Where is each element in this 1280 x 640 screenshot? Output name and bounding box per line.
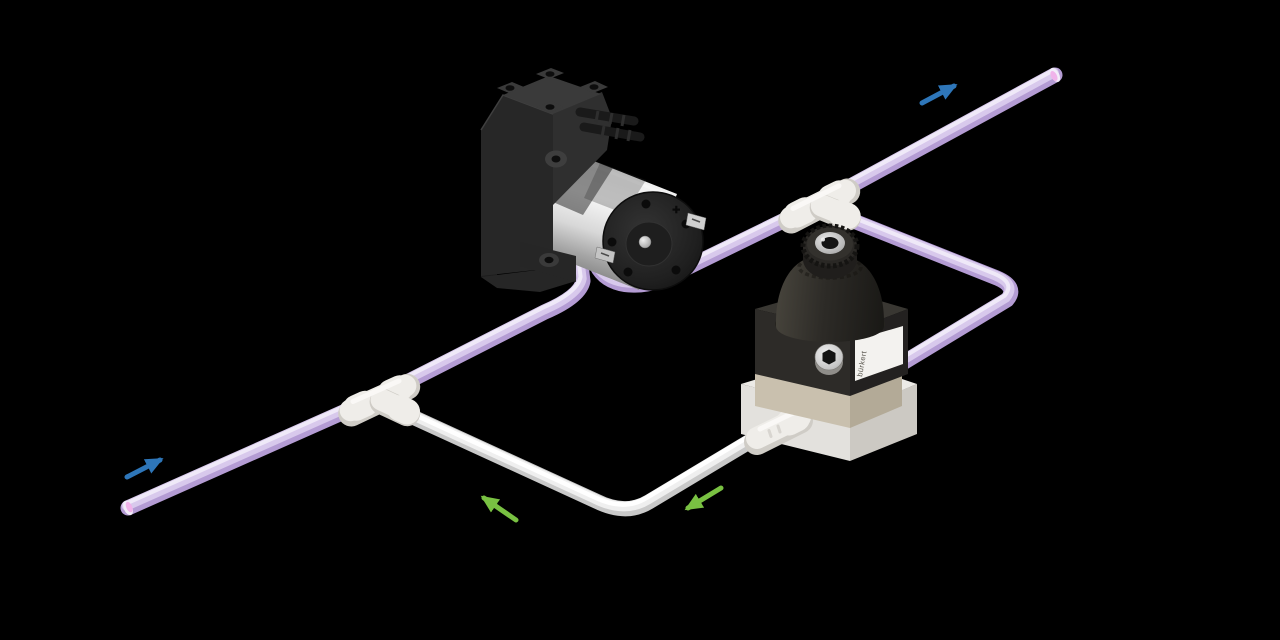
mounting-hole <box>544 256 554 264</box>
valve-coil-dome <box>775 223 885 342</box>
tubing-layer <box>120 67 1063 517</box>
barbed-port <box>575 107 639 127</box>
flow-arrows <box>124 83 958 523</box>
inlet-tube-lower-left <box>120 388 388 516</box>
valve-tube-port <box>744 405 813 455</box>
motor-shaft <box>638 235 652 249</box>
inlet-flow-arrow <box>124 457 164 480</box>
barbed-port <box>579 122 645 142</box>
spade-terminal <box>685 212 707 231</box>
valve-label <box>855 326 903 381</box>
tee-fitting-lower <box>338 373 421 427</box>
pump-head-front-face <box>481 95 553 276</box>
tube-open-end-lower-left <box>123 500 133 516</box>
tee-to-valve-tube <box>813 200 1019 371</box>
valve-return-tube <box>372 394 777 517</box>
mounting-tabs <box>497 68 608 113</box>
diaphragm-pump <box>480 68 707 292</box>
return-flow-arrow-right <box>684 485 724 511</box>
tee-fitting-upper <box>778 178 861 234</box>
cap-cross-mark <box>672 205 680 214</box>
return-flow-arrow-left <box>480 495 519 523</box>
outlet-flow-arrow <box>919 83 958 106</box>
knurled-top-cap <box>800 223 860 279</box>
valve-beige-flange <box>755 372 902 428</box>
motor-end-cap <box>594 191 707 291</box>
tube-open-end-upper-right <box>1049 68 1061 82</box>
hex-socket-screw <box>814 343 844 375</box>
solenoid-valve: bürkert <box>741 223 917 461</box>
tee-to-pump-tube <box>368 242 591 406</box>
mounting-hole <box>551 155 561 163</box>
pump-head <box>480 68 645 292</box>
pump-head-top-face <box>503 76 601 114</box>
spade-terminal <box>594 246 616 264</box>
